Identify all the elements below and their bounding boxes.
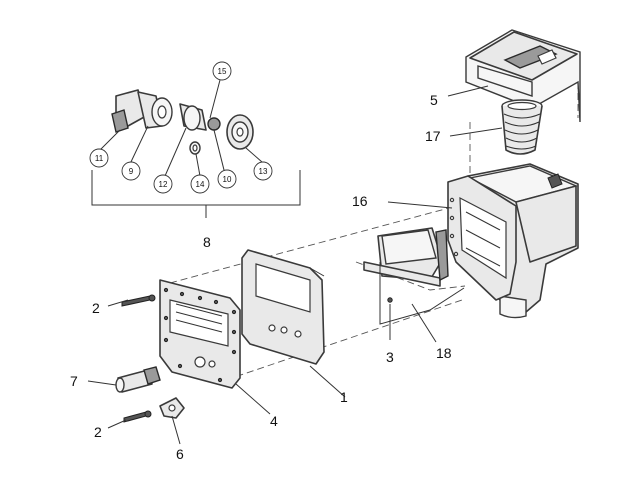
svg-text:12: 12	[159, 180, 168, 189]
callout-12: 12	[153, 174, 173, 194]
face-plate	[159, 279, 241, 389]
circled-callouts: 11 9 12 14 10 13 15	[89, 61, 273, 194]
callout-2-upper: 2	[92, 300, 100, 316]
weir-assembly	[363, 227, 449, 303]
skimmer-body	[447, 29, 581, 319]
callout-15: 15	[212, 61, 232, 81]
callout-9: 9	[121, 161, 141, 181]
callout-1: 1	[340, 389, 348, 405]
callout-5: 5	[430, 92, 438, 108]
callout-17: 17	[425, 128, 441, 144]
svg-text:13: 13	[259, 167, 268, 176]
callout-4: 4	[270, 413, 278, 429]
callout-3: 3	[386, 349, 394, 365]
callout-7: 7	[70, 373, 78, 389]
plain-callouts: 1 2 2 3 4 5 6 7 8 16 17 18	[70, 92, 452, 462]
screw-upper	[121, 294, 156, 307]
hose-adapter	[115, 366, 161, 393]
callout-11: 11	[89, 148, 109, 168]
callout-18: 18	[436, 345, 452, 361]
callout-10: 10	[217, 169, 237, 189]
svg-text:15: 15	[218, 67, 227, 76]
svg-text:10: 10	[223, 175, 232, 184]
leader-lines	[87, 79, 503, 445]
callout-13: 13	[253, 161, 273, 181]
callout-8: 8	[203, 234, 211, 250]
equalizer-assembly	[91, 89, 301, 218]
svg-text:9: 9	[129, 167, 134, 176]
plug	[159, 397, 185, 419]
svg-text:14: 14	[196, 180, 205, 189]
callout-2-lower: 2	[94, 424, 102, 440]
screw-lower	[123, 410, 152, 423]
gasket	[241, 249, 325, 365]
callout-6: 6	[176, 446, 184, 462]
callout-14: 14	[190, 174, 210, 194]
svg-text:11: 11	[95, 154, 104, 163]
callout-16: 16	[352, 193, 368, 209]
skimmer-basket	[501, 99, 543, 155]
